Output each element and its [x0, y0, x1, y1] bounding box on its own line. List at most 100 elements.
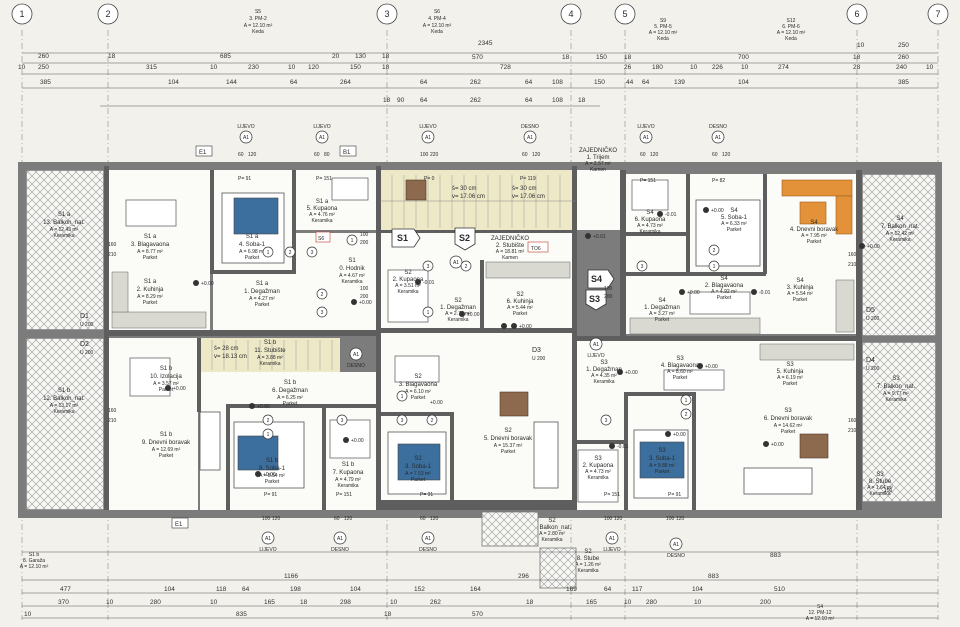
- svg-text:Kamen: Kamen: [590, 167, 606, 173]
- svg-text:Keramika: Keramika: [447, 317, 468, 323]
- svg-text:A = 12.69 m²: A = 12.69 m²: [152, 447, 181, 453]
- top-label-pm5: S9 5. PM-5 A = 12.10 m² Keda: [649, 18, 678, 42]
- svg-text:3: 3: [641, 264, 644, 270]
- svg-text:P= 91: P= 91: [264, 492, 277, 498]
- svg-text:A = 4.27 m²: A = 4.27 m²: [249, 296, 275, 302]
- svg-text:S2: S2: [548, 518, 556, 524]
- kitchen-counter-s4: [629, 317, 761, 335]
- svg-text:200: 200: [360, 294, 369, 300]
- svg-text:Parket: Parket: [781, 429, 796, 435]
- svg-text:P= 151: P= 151: [316, 176, 332, 182]
- bathtub-s1a: [331, 177, 369, 201]
- svg-text:Keramika: Keramika: [337, 483, 358, 489]
- svg-text:A = 12.10 m²: A = 12.10 m²: [777, 30, 806, 36]
- shower-s3: [577, 449, 619, 503]
- svg-text:DESNO: DESNO: [347, 363, 365, 369]
- svg-text:2: 2: [289, 250, 292, 256]
- svg-text:A = 7.53 m²: A = 7.53 m²: [405, 471, 431, 477]
- svg-text:+0.00: +0.00: [430, 400, 443, 406]
- svg-text:10: 10: [694, 599, 702, 606]
- svg-text:5: 5: [622, 9, 627, 19]
- svg-text:120: 120: [308, 64, 319, 71]
- svg-text:A = 15.37 m²: A = 15.37 m²: [494, 443, 523, 449]
- svg-text:64: 64: [420, 79, 428, 86]
- svg-text:10: 10: [288, 64, 296, 71]
- svg-text:165: 165: [586, 599, 597, 606]
- svg-text:0. Hodnik: 0. Hodnik: [339, 266, 365, 272]
- svg-text:A1: A1: [609, 536, 615, 542]
- svg-text:64: 64: [642, 79, 650, 86]
- svg-text:S1 a: S1 a: [144, 234, 157, 240]
- svg-text:S1 b: S1 b: [29, 552, 40, 558]
- svg-text:A1: A1: [593, 342, 599, 348]
- svg-text:3: 3: [341, 418, 344, 424]
- svg-text:160: 160: [848, 418, 857, 424]
- svg-text:510: 510: [774, 586, 785, 593]
- svg-text:10: 10: [624, 599, 632, 606]
- shower-s2: [387, 269, 429, 323]
- svg-text:S3: S3: [892, 376, 900, 382]
- svg-text:D4: D4: [866, 357, 875, 364]
- svg-text:210: 210: [108, 418, 117, 424]
- svg-text:A = 6.25 m²: A = 6.25 m²: [277, 395, 303, 401]
- svg-text:685: 685: [220, 53, 231, 60]
- svg-text:+0.00: +0.00: [263, 472, 276, 478]
- svg-text:S6: S6: [318, 236, 324, 242]
- svg-text:S2: S2: [504, 428, 512, 434]
- svg-text:A1: A1: [527, 135, 533, 141]
- svg-text:A1: A1: [337, 536, 343, 542]
- balcony-s3: [861, 341, 937, 503]
- svg-text:10: 10: [24, 611, 32, 618]
- balcony-s1a: [25, 169, 105, 331]
- svg-text:60: 60: [640, 152, 646, 158]
- svg-text:1: 1: [401, 394, 404, 400]
- table-stair: [405, 179, 427, 201]
- svg-text:DESNO: DESNO: [709, 124, 727, 130]
- svg-text:18: 18: [108, 53, 116, 60]
- svg-text:S4: S4: [720, 276, 728, 282]
- svg-text:A = 12.10 m²: A = 12.10 m²: [20, 564, 49, 570]
- svg-text:64: 64: [525, 79, 533, 86]
- dining-table-s2: [394, 355, 440, 383]
- svg-text:P= 151: P= 151: [604, 492, 620, 498]
- svg-text:A = 13.17 m²: A = 13.17 m²: [50, 403, 79, 409]
- svg-text:v= 18.13 cm: v= 18.13 cm: [214, 354, 247, 360]
- svg-text:P= 151: P= 151: [336, 492, 352, 498]
- svg-text:370: 370: [58, 599, 69, 606]
- svg-text:A = 6.10 m²: A = 6.10 m²: [405, 389, 431, 395]
- svg-text:296: 296: [518, 573, 529, 580]
- svg-text:280: 280: [150, 599, 161, 606]
- top-label-pm2: S5 3. PM-2 A = 12.10 m² Keda: [244, 9, 273, 35]
- axis-marker-3: 3: [376, 3, 398, 25]
- svg-text:P= 151: P= 151: [640, 178, 656, 184]
- svg-text:+0.01: +0.01: [593, 234, 606, 240]
- height-markers: +0.00 +0.00 +0.00 +0.00 +0.00 +0.00 +0.0…: [165, 207, 880, 478]
- svg-text:262: 262: [470, 97, 481, 104]
- svg-text:200: 200: [760, 599, 771, 606]
- svg-text:P= 91: P= 91: [420, 492, 433, 498]
- building: [18, 162, 942, 518]
- svg-text:210: 210: [848, 428, 857, 434]
- svg-text:DESNO: DESNO: [667, 553, 685, 559]
- svg-text:A = 5.54 m²: A = 5.54 m²: [787, 291, 813, 297]
- svg-text:6: 6: [854, 9, 859, 19]
- svg-text:3: 3: [384, 9, 389, 19]
- svg-text:A = 4.73 m²: A = 4.73 m²: [637, 223, 663, 229]
- svg-text:S1 a: S1 a: [246, 234, 259, 240]
- balcony-s4: [861, 173, 937, 337]
- svg-text:-0.01: -0.01: [759, 290, 771, 296]
- svg-text:Keramika: Keramika: [541, 537, 562, 543]
- svg-text:S3: S3: [594, 456, 602, 462]
- table-s2: [499, 391, 529, 417]
